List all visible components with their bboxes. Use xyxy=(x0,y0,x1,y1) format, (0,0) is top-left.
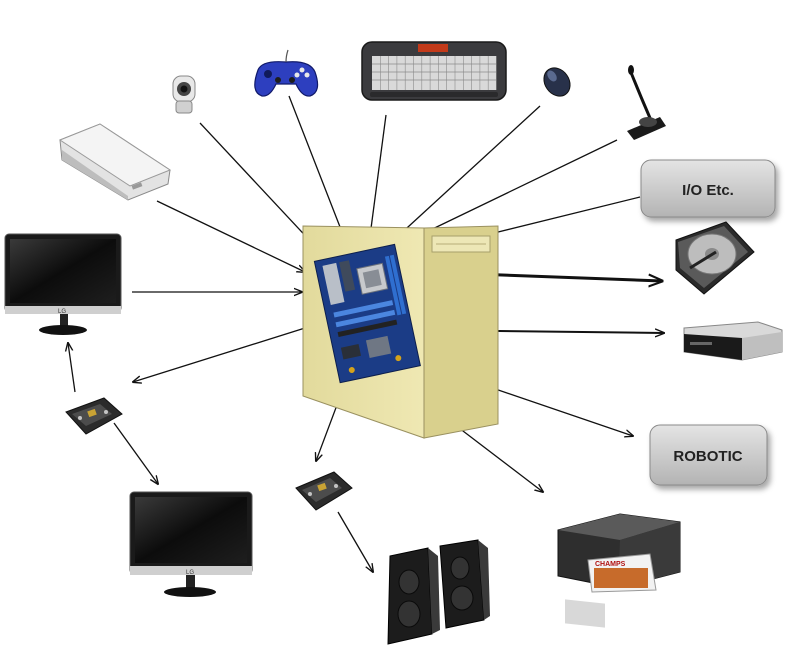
scanner-icon xyxy=(58,123,172,201)
optical-drive-icon xyxy=(683,321,783,361)
case-side-panel xyxy=(423,225,499,439)
monitor-left-icon: LG xyxy=(4,233,122,335)
arrow-sound-card-to-monitor-left xyxy=(68,343,76,393)
arrow-sound-card-to-speakers xyxy=(337,511,373,572)
monitor-bottom-icon: LG xyxy=(129,491,253,597)
monitor-bottom-brand: LG xyxy=(186,570,194,576)
io-tag: I/O Etc. xyxy=(640,159,776,218)
sound-card-left-icon xyxy=(65,397,123,435)
arrow-mouse-to-case xyxy=(396,105,541,238)
computer-case xyxy=(302,225,499,439)
printer-icon: CHAMPS xyxy=(557,513,681,628)
keyboard-icon xyxy=(361,41,507,101)
webcam-icon xyxy=(172,75,196,114)
robotic-tag: ROBOTIC xyxy=(649,424,768,486)
speakers-icon xyxy=(387,539,490,645)
arrow-keyboard-to-case xyxy=(370,114,387,236)
motherboard-icon xyxy=(313,243,421,384)
arrow-scanner-to-case xyxy=(156,200,305,272)
mouse-icon xyxy=(543,67,571,97)
sound-card-bottom-icon xyxy=(295,471,353,511)
arrow-gamepad-to-case xyxy=(288,95,349,250)
arrow-microphone-to-case xyxy=(418,139,618,236)
printer-photo-text: CHAMPS xyxy=(595,561,626,568)
io-tag-label: I/O Etc. xyxy=(682,182,734,199)
gamepad-icon xyxy=(254,49,319,97)
hard-drive-icon xyxy=(675,221,755,295)
arrow-sound-card-to-monitor-bottom xyxy=(113,422,158,484)
arrow-case-to-sound-card-left xyxy=(133,327,306,382)
robotic-tag-label: ROBOTIC xyxy=(673,448,742,465)
monitor-left-brand: LG xyxy=(58,309,66,315)
microphone-icon xyxy=(627,65,666,140)
